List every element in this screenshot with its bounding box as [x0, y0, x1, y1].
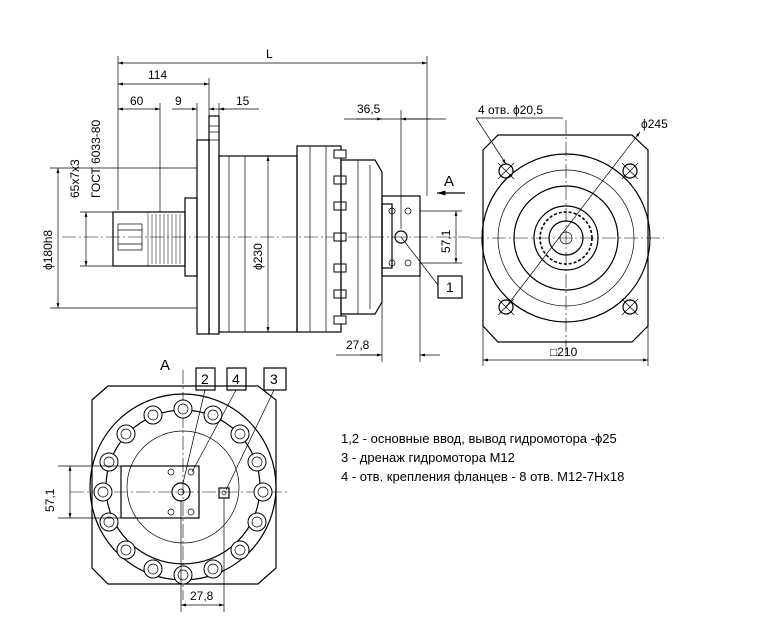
dim-15: 15 [236, 94, 250, 108]
note-2: 3 - дренаж гидромотора М12 [341, 450, 515, 465]
dim-36-5: 36,5 [357, 102, 381, 116]
side-view: A 1 L 114 60 9 15 36,5 [41, 47, 470, 362]
bolt-circle [93, 399, 273, 585]
dim-dia-245: ϕ245 [641, 117, 668, 131]
dim-spline: 65x7x3 [68, 159, 82, 198]
dim-57-1-side: 57,1 [439, 229, 453, 253]
dim-60: 60 [130, 94, 144, 108]
dim-square-210: □210 [550, 345, 578, 359]
balloon-4: 4 [232, 371, 240, 387]
dim-114: 114 [148, 68, 167, 82]
dim-dia-230: ϕ230 [251, 243, 265, 270]
front-view: ϕ245 4 отв. ϕ20,5 □210 [470, 103, 668, 366]
view-a: A [43, 357, 290, 612]
note-3: 4 - отв. крепления фланцев - 8 отв. М12-… [341, 469, 624, 484]
dim-holes: 4 отв. ϕ20,5 [478, 103, 543, 117]
dim-9: 9 [175, 94, 182, 108]
note-1: 1,2 - основные ввод, вывод гидромотора -… [341, 431, 617, 446]
view-a-title: A [160, 357, 170, 374]
gost-label: ГОСТ 6033-80 [89, 120, 103, 198]
dim-length-L: L [266, 47, 273, 61]
notes-block: 1,2 - основные ввод, вывод гидромотора -… [341, 431, 624, 484]
balloon-3: 3 [270, 371, 278, 387]
balloon-1: 1 [446, 279, 454, 295]
dim-57-1-bottom: 57,1 [43, 488, 57, 512]
dim-dia-180h8: ϕ180h8 [41, 230, 55, 270]
view-arrow-label: A [444, 173, 454, 190]
dim-27-8-bottom: 27,8 [190, 589, 214, 603]
balloon-2: 2 [201, 371, 209, 387]
bolt-row [333, 149, 347, 325]
dim-27-8-side: 27,8 [346, 338, 370, 352]
